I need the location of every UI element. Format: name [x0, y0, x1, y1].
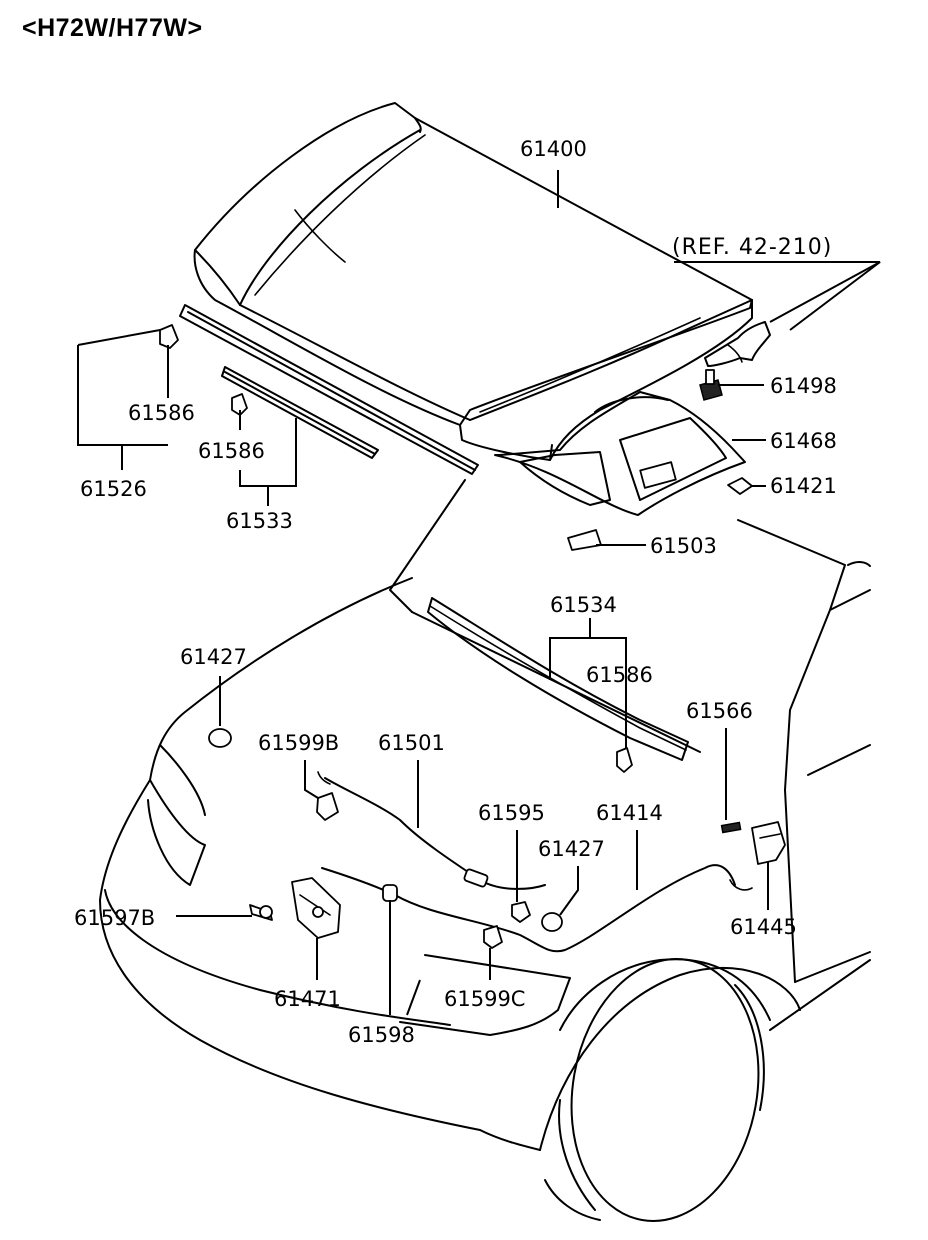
label-61414: 61414: [596, 801, 663, 825]
model-code-heading: <H72W/H77W>: [22, 14, 203, 42]
label-61503: 61503: [650, 534, 717, 558]
fastener-parts: [159, 324, 786, 949]
leader-lines: [77, 170, 881, 1016]
label-61586-a: 61586: [128, 401, 195, 425]
label-61566: 61566: [686, 699, 753, 723]
hood-hinge: [704, 321, 771, 367]
hood-seal-strips: [179, 304, 479, 475]
label-61586-b: 61586: [198, 439, 265, 463]
part-number-labels: 61400 (REF. 42-210) 61498 61468 61421 61…: [74, 137, 837, 1047]
label-61427-a: 61427: [180, 645, 247, 669]
release-cables: [317, 771, 753, 953]
label-61427-b: 61427: [538, 837, 605, 861]
label-61599B: 61599B: [258, 731, 339, 755]
vehicle-body-outline: [99, 479, 871, 1222]
label-61498: 61498: [770, 374, 837, 398]
label-61501: 61501: [378, 731, 445, 755]
label-61595: 61595: [478, 801, 545, 825]
label-61598: 61598: [348, 1023, 415, 1047]
label-ref-42-210: (REF. 42-210): [672, 235, 832, 260]
label-61526: 61526: [80, 477, 147, 501]
label-61534: 61534: [550, 593, 617, 617]
label-61468: 61468: [770, 429, 837, 453]
label-61400: 61400: [520, 137, 587, 161]
label-61586-c: 61586: [586, 663, 653, 687]
label-61421: 61421: [770, 474, 837, 498]
label-61597B: 61597B: [74, 906, 155, 930]
label-61471: 61471: [274, 987, 341, 1011]
label-61533: 61533: [226, 509, 293, 533]
cowl-seal-strip: [427, 597, 689, 761]
hood-inner-frame: [494, 391, 746, 516]
label-61445: 61445: [730, 915, 797, 939]
hood-panel: [193, 102, 753, 461]
label-61599C: 61599C: [444, 987, 525, 1011]
